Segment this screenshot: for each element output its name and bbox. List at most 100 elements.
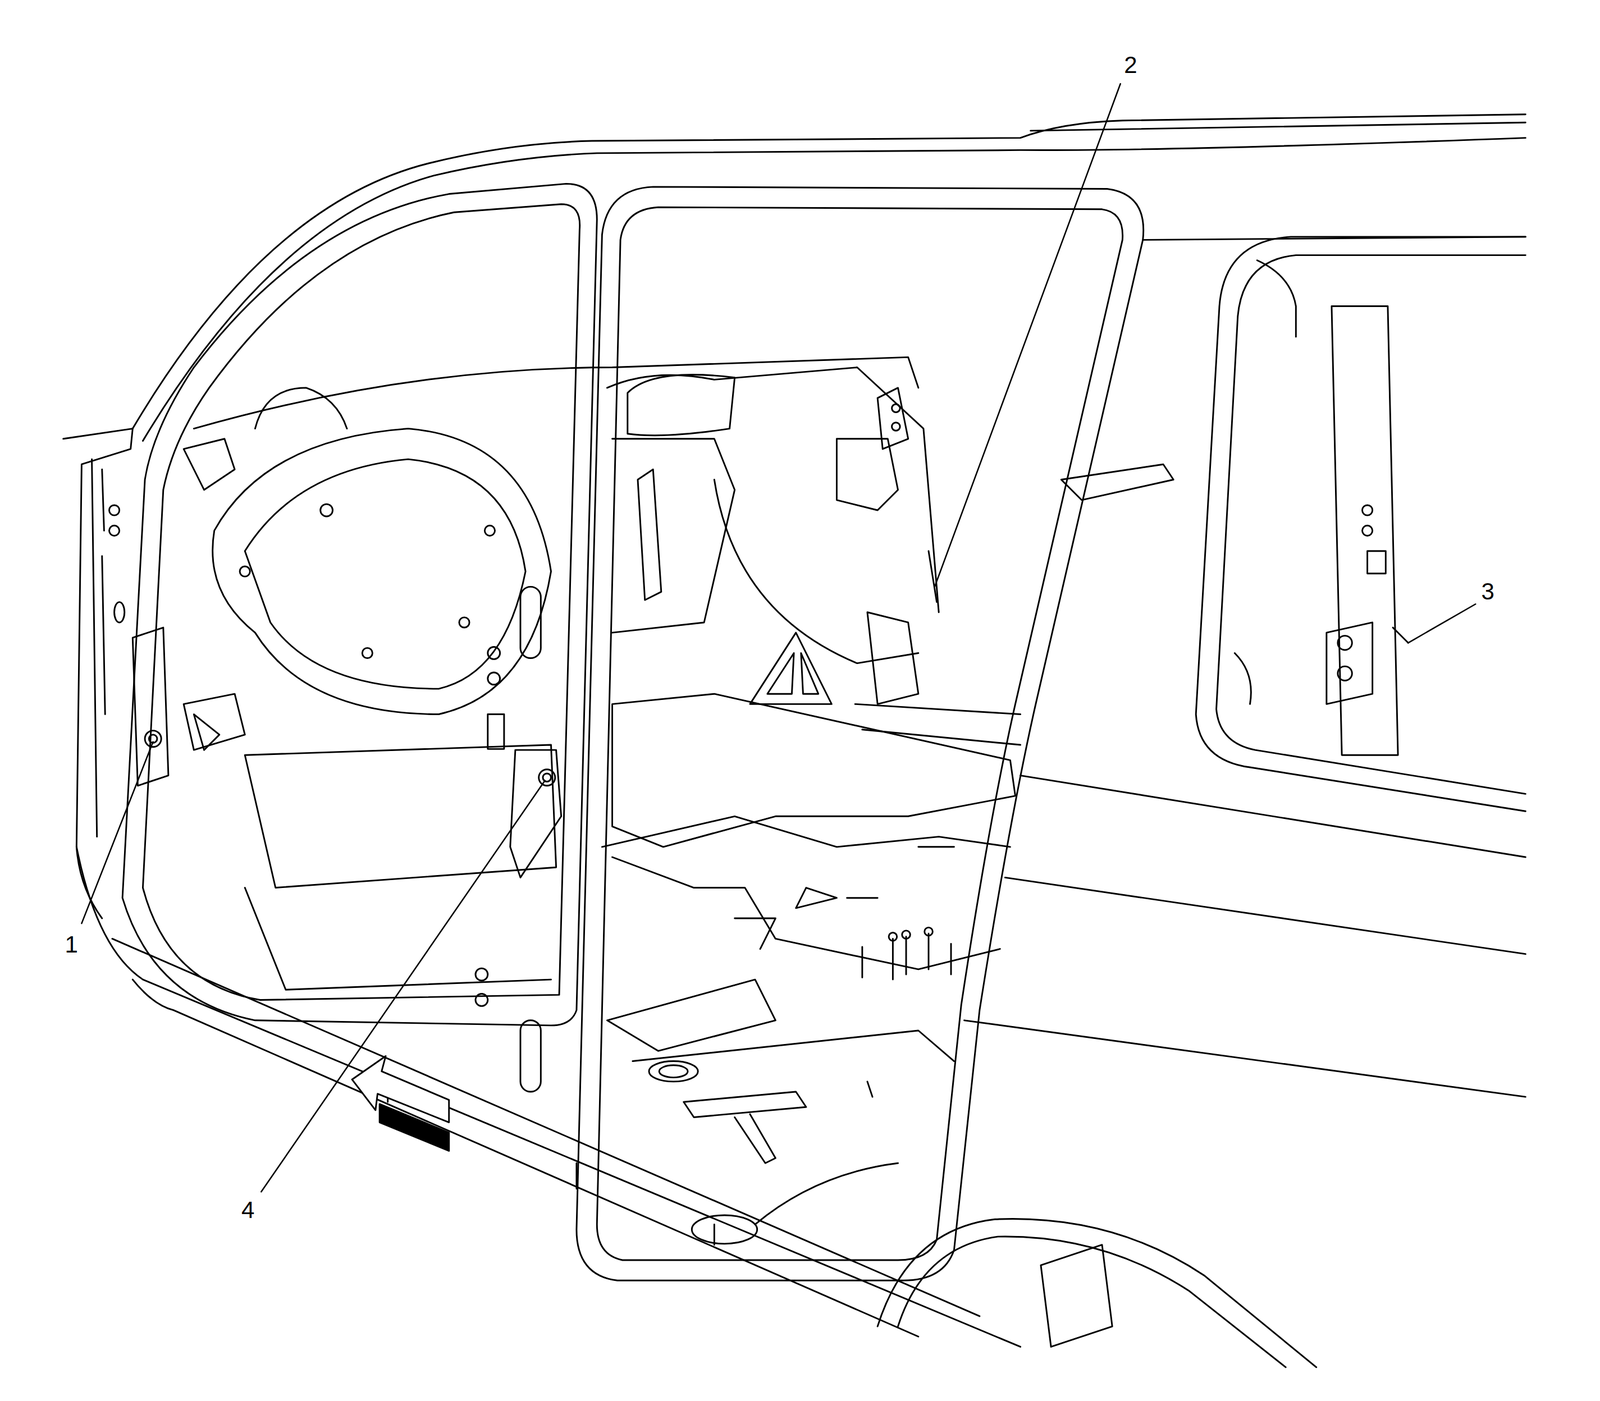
leader-lines: [81, 83, 1476, 1192]
line-art: [897, 1236, 1286, 1368]
line-art: [193, 714, 219, 751]
callout-number: 4: [239, 1197, 257, 1224]
line-art: [855, 704, 1021, 745]
line-art: [487, 714, 505, 750]
line-art: [612, 693, 1016, 848]
line-art: [1337, 636, 1352, 651]
line-art: [487, 672, 501, 685]
line-art: [892, 422, 901, 432]
line-art: [212, 428, 552, 715]
line-art: [934, 83, 1121, 587]
front-direction-arrow: [352, 1056, 450, 1151]
line-art: [320, 504, 333, 517]
line-art: [112, 938, 980, 1317]
line-art: [132, 627, 169, 786]
line-art: [254, 387, 347, 429]
line-art: [1234, 260, 1296, 705]
line-art: [877, 1219, 1317, 1368]
line-art: [867, 1081, 873, 1097]
line-art: [475, 968, 488, 981]
line-art: [102, 469, 105, 715]
line-art: [734, 847, 955, 950]
line-art: [244, 744, 556, 888]
line-art: [1216, 255, 1526, 795]
line-art: [755, 1163, 898, 1225]
line-art: [244, 888, 551, 991]
line-art: [520, 1020, 541, 1092]
line-art: [606, 367, 939, 613]
line-art: [142, 204, 580, 1001]
line-art: [612, 857, 1001, 970]
line-art: [750, 632, 832, 704]
line-art: [193, 357, 918, 429]
line-art: [601, 816, 1010, 848]
line-art: [459, 617, 470, 628]
line-art: [924, 927, 934, 936]
line-art: [520, 586, 541, 658]
line-art: [63, 428, 134, 919]
line-art: [683, 1091, 807, 1118]
line-art: [1408, 604, 1476, 643]
line-art: [1367, 551, 1387, 574]
line-art: [1361, 505, 1373, 516]
line-art: [132, 979, 919, 1337]
line-art: [108, 525, 120, 536]
callout-number: 1: [62, 931, 81, 958]
interior-panels: [183, 357, 1021, 1244]
line-art: [183, 693, 245, 751]
line-art: [1392, 627, 1408, 643]
line-art: [352, 1056, 450, 1123]
line-art: [902, 930, 911, 940]
line-art: [632, 1030, 955, 1062]
line-art: [576, 186, 1144, 1281]
line-art: [244, 459, 526, 689]
line-art: [767, 652, 819, 694]
line-art: [877, 387, 909, 450]
line-art: [538, 769, 556, 786]
line-art: [183, 439, 235, 491]
line-art: [239, 566, 250, 577]
line-art: [114, 602, 125, 623]
line-art: [108, 505, 120, 516]
body-outline: [63, 114, 1526, 1368]
line-art: [892, 404, 901, 413]
line-art: [612, 439, 735, 633]
line-art: [888, 933, 898, 942]
line-art: [867, 612, 919, 705]
line-art: [1337, 666, 1352, 681]
line-art: [1326, 622, 1373, 704]
line-art: [862, 933, 952, 980]
line-art: [76, 847, 1021, 1348]
line-art: [510, 750, 562, 878]
line-art: [1195, 236, 1526, 812]
line-art: [362, 647, 373, 658]
line-art: [1361, 525, 1373, 536]
callout-number: 3: [1478, 578, 1497, 605]
line-art: [92, 459, 98, 838]
line-art: [475, 994, 488, 1007]
line-art: [542, 773, 552, 783]
line-art: [691, 1215, 757, 1245]
line-art: [261, 780, 545, 1192]
line-art: [1040, 1245, 1113, 1348]
callout-number: 2: [1121, 52, 1140, 79]
line-art: [648, 1061, 698, 1082]
line-art: [659, 1065, 688, 1078]
line-art: [487, 647, 501, 660]
pillar-details: [108, 305, 1408, 1092]
line-art: [836, 439, 898, 511]
line-art: [1061, 464, 1174, 501]
line-art: [714, 479, 919, 664]
line-art: [734, 1114, 776, 1164]
line-art: [484, 525, 495, 536]
line-art: [132, 114, 1526, 429]
line-art: [637, 469, 662, 601]
line-art: [144, 730, 162, 748]
line-art: [627, 375, 735, 436]
line-art: [1331, 305, 1398, 756]
line-art: [81, 742, 153, 925]
line-art: [928, 551, 937, 603]
line-art: [796, 888, 838, 909]
